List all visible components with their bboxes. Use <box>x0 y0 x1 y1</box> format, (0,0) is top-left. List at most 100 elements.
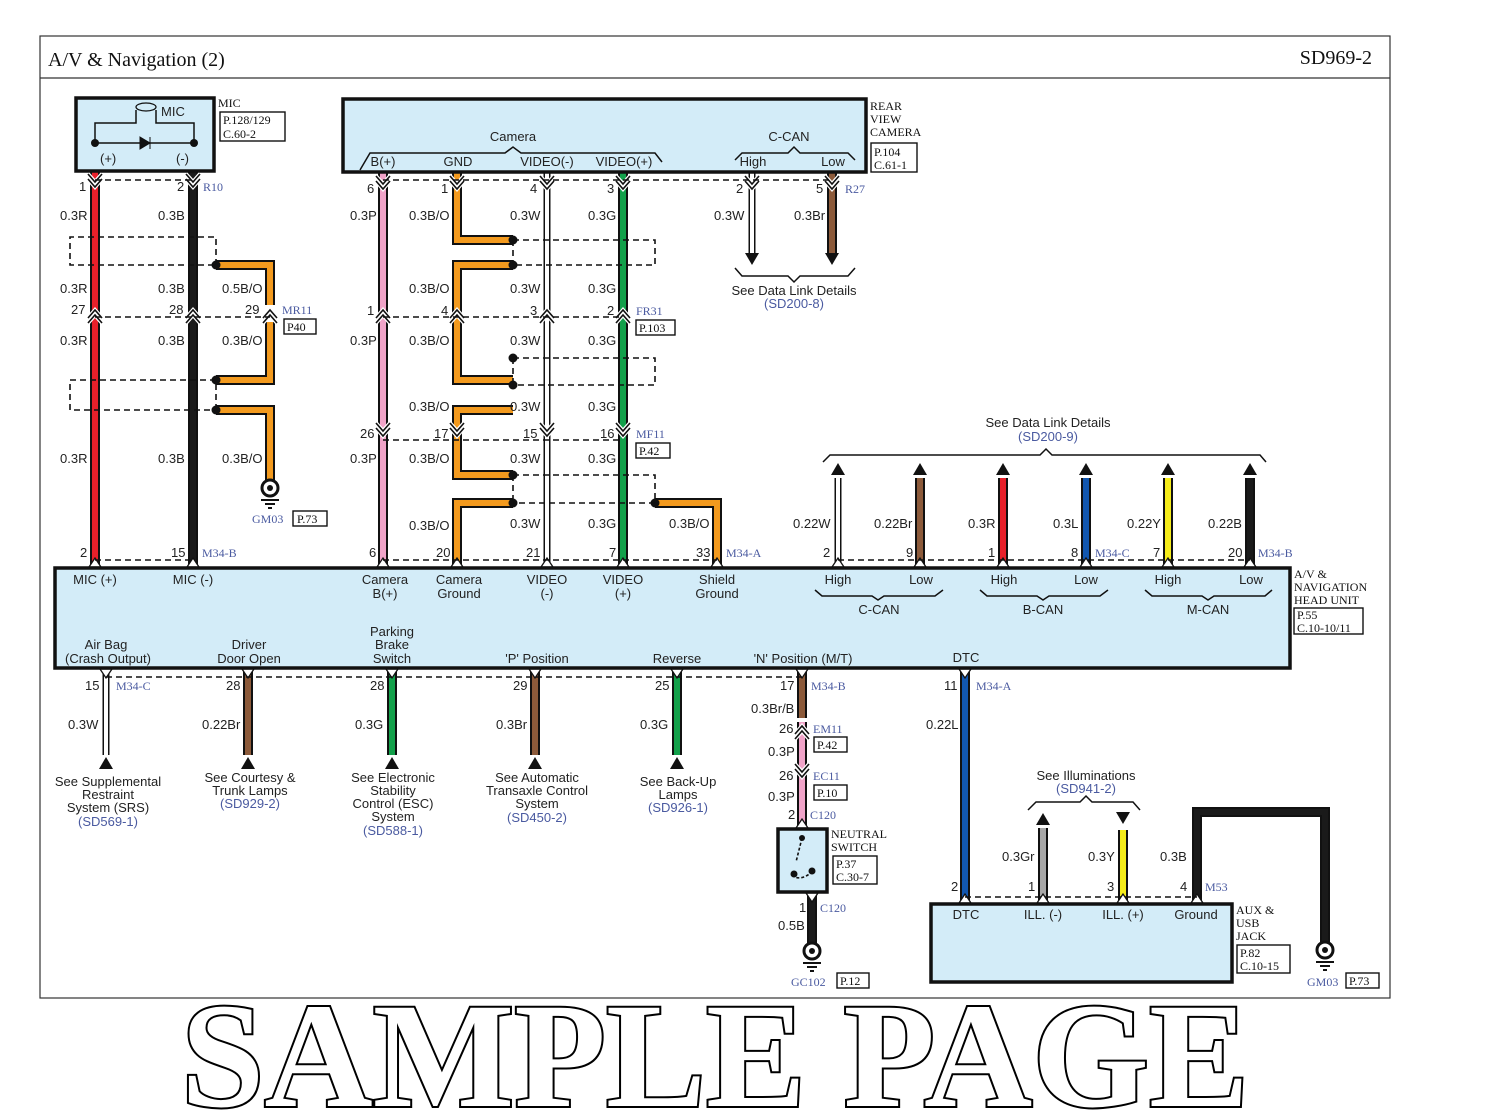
aux-pins-2-label: 3 <box>1107 879 1114 894</box>
hu-pin-label: (-) <box>541 586 554 601</box>
bottom-pins-1-label: 28 <box>226 678 240 693</box>
cam_wires-white-3-label: 0.3W <box>510 399 541 414</box>
neutral-ref1-label: P.37 <box>836 857 856 871</box>
wire-camera-gnd-outline <box>452 405 513 480</box>
see-transaxle-link[interactable]: See Automatic <box>495 770 579 785</box>
bottom-pins-2-label: 28 <box>370 678 384 693</box>
junction-dot <box>190 139 198 147</box>
see-srs-link[interactable]: See Supplemental <box>55 774 161 789</box>
aux-pins_labels-0-label: DTC <box>953 907 980 922</box>
hu-can-pin: Low <box>909 572 933 587</box>
sd588-1-link[interactable]: (SD588-1) <box>363 823 423 838</box>
cam_wires-conn-1-label: FR31 <box>636 304 663 318</box>
data_link-wires-3-label: 0.3L <box>1053 516 1078 531</box>
see-courtesy-link[interactable]: See Courtesy & <box>204 770 295 785</box>
sd200-8-link[interactable]: (SD200-8) <box>764 296 824 311</box>
see-backup-link[interactable]: See Back-Up <box>640 774 717 789</box>
bottom-section: 15 M34-C 28 28 29 25 0.3W 0.22Br 0.3G 0.… <box>55 678 716 838</box>
bottom-pins-3-label: 29 <box>513 678 527 693</box>
connector-chevron-icon <box>744 175 760 191</box>
cam_wires-orange-4-label: 0.3B/O <box>409 451 449 466</box>
cam_wires-conn_refs-1-label: P.42 <box>639 444 659 458</box>
cam_wires-orange-3-label: 0.3B/O <box>409 399 449 414</box>
sd450-2-link[interactable]: (SD450-2) <box>507 810 567 825</box>
wire-camera-gnd <box>454 172 513 243</box>
hu-can-group: M-CAN <box>1187 602 1230 617</box>
arrow-up-icon <box>385 757 399 769</box>
data_link-conn-1-label: M34-B <box>1258 546 1293 560</box>
head-unit-box <box>53 566 1292 670</box>
wire-mic-shield-outline <box>216 322 275 385</box>
cam_wires-can-0-label: 0.3W <box>714 208 745 223</box>
arrow-up-icon <box>1036 813 1050 825</box>
arrow-up-icon <box>1161 463 1175 475</box>
hu-pin-label: (+) <box>615 586 631 601</box>
hu-pin-label: VIDEO <box>527 572 567 587</box>
cam_wires-orange-2-label: 0.3B/O <box>409 333 449 348</box>
data_link-pins-0-label: 2 <box>823 545 830 560</box>
neutral-ground-label: GC102 <box>791 975 826 989</box>
neutral-conn-0-label: M34-B <box>811 679 846 693</box>
mic_wires-ground_ref-label: P.73 <box>297 512 317 526</box>
page-frame <box>39 35 1391 999</box>
cam_wires-green-3-label: 0.3G <box>588 399 616 414</box>
see-esc-link[interactable]: See Electronic <box>351 770 435 785</box>
mic-box <box>74 96 216 173</box>
hu-pin-label: VIDEO <box>603 572 643 587</box>
hu-bottom-pin: 'N' Position (M/T) <box>754 651 853 666</box>
see-data-link-link[interactable]: See Data Link Details <box>985 415 1111 430</box>
sd200-9-link[interactable]: (SD200-9) <box>1018 429 1078 444</box>
mic-plus-label: (+) <box>100 151 116 166</box>
dtc-conn-label: M34-A <box>976 679 1012 693</box>
bottom-refs-2-lines-3-label: System <box>371 809 414 824</box>
sd929-2-link[interactable]: (SD929-2) <box>220 796 280 811</box>
connector-chevron-icon <box>615 175 631 191</box>
bottom-wires-2-label: 0.3G <box>355 717 383 732</box>
arrow-up-icon <box>1243 463 1257 475</box>
ground-symbol-icon <box>261 499 279 509</box>
cam_wires-pins_m34a-1-label: 20 <box>436 545 450 560</box>
cam_wires-pins_top-0-label: 6 <box>367 181 374 196</box>
bottom-refs-1-lines-1-label: Trunk Lamps <box>212 783 288 798</box>
hu-name: NAVIGATION <box>1294 580 1367 594</box>
data_link-wires-4-label: 0.22Y <box>1127 516 1161 531</box>
camera-pin-label: GND <box>444 154 473 169</box>
cam_wires-white-5-label: 0.3W <box>510 516 541 531</box>
see-data-link-link[interactable]: See Data Link Details <box>731 283 857 298</box>
hu-bottom-pin: DTC <box>953 650 980 665</box>
cam_wires-orange-5-label: 0.3B/O <box>409 518 449 533</box>
connector-chevron-icon <box>539 175 555 191</box>
cam_wires-pins_fr31-1-label: 4 <box>441 303 448 318</box>
mic_wires-pins-0-label: 1 <box>79 179 86 194</box>
cam_wires-pink-2-label: 0.3P <box>350 451 377 466</box>
head-unit: MIC (+) MIC (-) Camera B(+) Camera Groun… <box>53 566 1367 670</box>
see-illuminations-link[interactable]: See Illuminations <box>1037 768 1136 783</box>
hu-pin-label: Camera <box>436 572 483 587</box>
mic_wires-black-1-label: 0.3B <box>158 281 185 296</box>
mic_wires-pins-4-label: 29 <box>245 302 259 317</box>
sd941-2-link[interactable]: (SD941-2) <box>1056 781 1116 796</box>
mic_wires-pins-5-label: 2 <box>80 545 87 560</box>
data-link-brace <box>734 267 856 284</box>
connector-chevron-icon <box>539 308 555 324</box>
ground-symbol-icon <box>803 962 821 972</box>
neutral-pins-3-label: 2 <box>788 807 795 822</box>
sd926-1-link[interactable]: (SD926-1) <box>648 800 708 815</box>
mic-ref-2: C.60-2 <box>223 127 256 141</box>
can-braces <box>814 589 1273 601</box>
mic_wires-orange-0-label: 0.5B/O <box>222 281 262 296</box>
arrow-up-icon <box>670 757 684 769</box>
connector-chevron-icon <box>375 308 391 324</box>
cam_wires-green-4-label: 0.3G <box>588 451 616 466</box>
sd569-1-link[interactable]: (SD569-1) <box>78 814 138 829</box>
ground-icon <box>809 948 815 954</box>
dtc-pin-label: 11 <box>944 678 958 693</box>
aux-pins_labels-2-label: ILL. (+) <box>1102 907 1144 922</box>
camera-ref: C.61-1 <box>874 158 907 172</box>
ccan-brace <box>734 145 856 161</box>
cam_wires-pins_fr31-0-label: 1 <box>367 303 374 318</box>
bottom-refs-2-lines-2-label: Control (ESC) <box>353 796 434 811</box>
data-link-section: See Data Link Details (SD200-9) 0.22W 0.… <box>793 415 1293 560</box>
wire-camera-gnd <box>454 407 513 478</box>
cam_wires-conn_refs-0-label: P.103 <box>639 321 665 335</box>
